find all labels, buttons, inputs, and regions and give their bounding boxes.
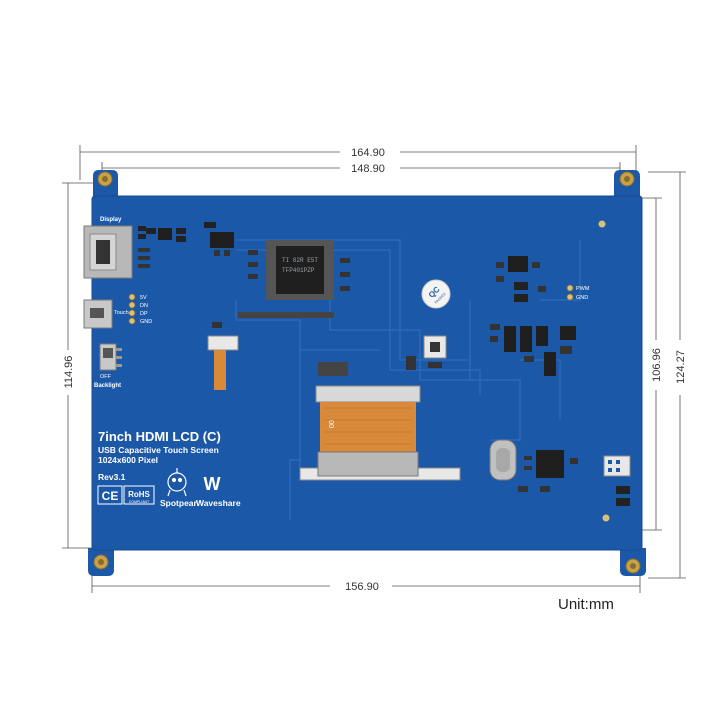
rohs-mark-text: RoHS bbox=[128, 490, 150, 499]
board-subtitle-1: USB Capacitive Touch Screen bbox=[98, 445, 219, 455]
screw-bottom-left bbox=[93, 554, 109, 570]
spotpear-label: Spotpear bbox=[160, 498, 198, 508]
dim-top-outer: 164.90 bbox=[351, 147, 385, 159]
fpc-label: 00 bbox=[329, 420, 336, 428]
display-label: Display bbox=[100, 217, 122, 223]
qc-sticker: QC PASSED bbox=[421, 279, 451, 309]
smd-components-right-mid bbox=[490, 324, 576, 376]
dim-right-outer: 124.27 bbox=[675, 350, 687, 384]
fpc-connector: 00 bbox=[299, 385, 461, 481]
smd-components-right-top bbox=[496, 256, 546, 302]
rohs-compliant-text: COMPLIANT bbox=[129, 500, 150, 504]
pin-dp: DP bbox=[140, 311, 148, 317]
pin-5v: 5V bbox=[140, 295, 147, 301]
chip-marking-1: TI 82R E5T bbox=[282, 257, 318, 264]
pwm-label: PWM bbox=[576, 286, 590, 292]
screw-top-right bbox=[619, 171, 635, 187]
backlight-connector bbox=[207, 322, 239, 390]
dim-left: 114.96 bbox=[63, 356, 75, 389]
pin-dn: DN bbox=[140, 303, 148, 309]
chip-marking-2: TFP401PZP bbox=[282, 267, 315, 274]
gnd-label: GND bbox=[576, 295, 588, 301]
screw-bottom-right bbox=[625, 558, 641, 574]
tfp401-chip: TI 82R E5T TFP401PZP bbox=[266, 240, 334, 300]
rohs-mark: RoHS COMPLIANT bbox=[123, 485, 155, 505]
touch-pins bbox=[603, 455, 631, 506]
pwm-header bbox=[566, 284, 574, 301]
ce-mark-text: CE bbox=[102, 489, 119, 503]
usb-pin-header bbox=[128, 293, 136, 325]
waveshare-label: Waveshare bbox=[196, 498, 241, 508]
waveshare-logo-mark: W bbox=[204, 474, 221, 494]
dim-bottom: 156.90 bbox=[345, 581, 379, 593]
smd-components-center bbox=[318, 335, 447, 376]
board-title: 7inch HDMI LCD (C) bbox=[98, 429, 221, 444]
pin-gnd: GND bbox=[140, 319, 152, 325]
unit-label: Unit:mm bbox=[558, 596, 614, 613]
ce-mark: CE bbox=[97, 485, 123, 505]
off-label: OFF bbox=[100, 374, 112, 380]
micro-usb-port bbox=[83, 299, 113, 329]
board-revision: Rev3.1 bbox=[98, 472, 126, 482]
crystal-oscillator bbox=[489, 439, 517, 481]
smd-components-chip bbox=[238, 250, 350, 318]
touch-label: Touch bbox=[114, 310, 129, 316]
screw-top-left bbox=[97, 171, 113, 187]
waveshare-logo: W bbox=[204, 474, 221, 494]
dim-top-inner: 148.90 bbox=[351, 163, 385, 175]
lcd-board: Display Touch 5V DN DP GND OFF Backlight bbox=[83, 170, 646, 576]
smd-components-left bbox=[138, 222, 234, 268]
backlight-switch bbox=[99, 343, 122, 371]
dim-right-inner: 106.96 bbox=[651, 348, 663, 382]
board-subtitle-2: 1024x600 Pixel bbox=[98, 455, 158, 465]
touch-controller-chip bbox=[518, 450, 578, 492]
hdmi-port bbox=[83, 225, 133, 279]
backlight-label: Backlight bbox=[94, 383, 121, 389]
spotpear-logo bbox=[167, 468, 187, 497]
